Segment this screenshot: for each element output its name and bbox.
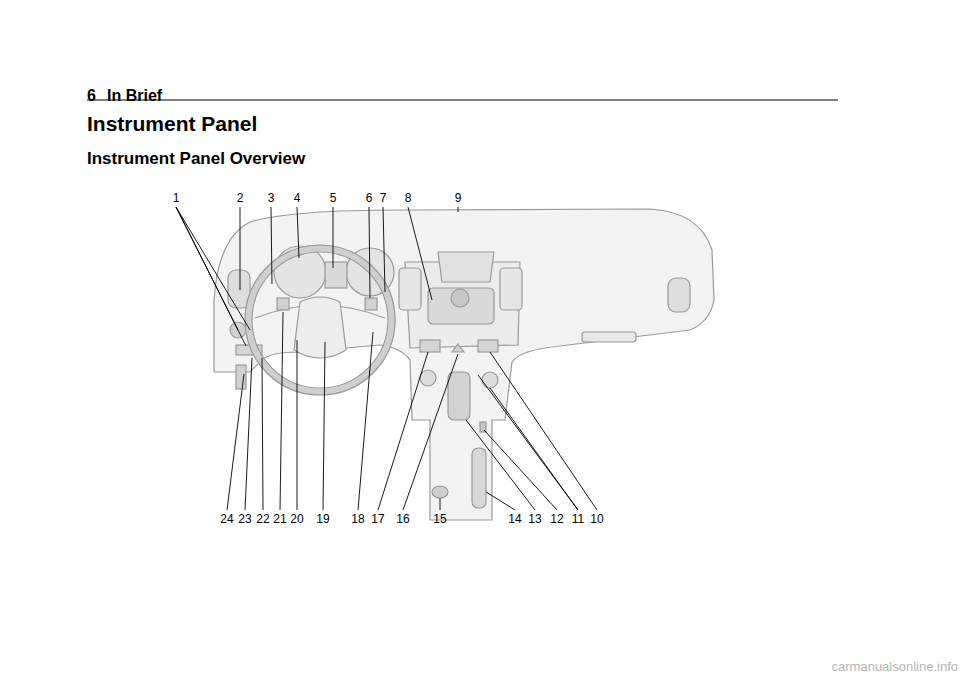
callout-number: 18 — [351, 513, 364, 525]
leader-line — [378, 352, 428, 510]
callout-number: 12 — [550, 513, 563, 525]
subheading: Instrument Panel Overview — [87, 150, 305, 167]
leader-line — [323, 342, 325, 510]
callout-number: 21 — [273, 513, 286, 525]
callout-number: 6 — [366, 192, 373, 204]
leader-line — [458, 207, 459, 212]
callout-number: 10 — [590, 513, 603, 525]
leader-line — [403, 354, 458, 510]
leader-line — [486, 492, 515, 510]
callout-number: 17 — [371, 513, 384, 525]
callout-number: 5 — [330, 192, 337, 204]
leader-line — [280, 312, 283, 510]
callout-number: 4 — [294, 192, 301, 204]
leader-line — [484, 430, 557, 510]
leader-line — [176, 207, 246, 346]
section-name: In Brief — [107, 88, 162, 104]
callout-number: 11 — [572, 513, 584, 525]
leader-line — [333, 207, 334, 268]
watermark: carmanualsonline.info — [832, 660, 958, 673]
dashboard-body — [214, 209, 714, 520]
page-title: Instrument Panel — [87, 113, 257, 134]
leader-line — [408, 207, 432, 300]
callout-number: 3 — [268, 192, 275, 204]
callout-number: 14 — [508, 513, 521, 525]
leader-line — [227, 374, 244, 510]
callout-number: 24 — [220, 513, 233, 525]
leader-line — [466, 420, 535, 510]
callout-number: 2 — [237, 192, 244, 204]
leader-line — [440, 498, 441, 510]
callout-number: 22 — [256, 513, 269, 525]
callout-number: 23 — [238, 513, 251, 525]
leader-line — [478, 375, 578, 510]
leader-line — [240, 207, 241, 290]
page-number: 6 — [87, 88, 96, 104]
leader-line — [490, 352, 597, 510]
leader-line — [271, 207, 272, 284]
leader-line — [297, 207, 299, 258]
callout-number: 16 — [396, 513, 409, 525]
callout-number: 7 — [380, 192, 387, 204]
leader-line — [358, 332, 373, 510]
leader-line — [245, 358, 252, 510]
callout-number: 1 — [173, 192, 180, 204]
callout-number: 20 — [290, 513, 303, 525]
callout-number: 9 — [455, 192, 462, 204]
callout-number: 8 — [405, 192, 412, 204]
leader-line — [297, 340, 298, 510]
callout-number: 15 — [433, 513, 446, 525]
callout-number: 13 — [528, 513, 541, 525]
leader-line — [176, 207, 250, 330]
steering-wheel — [245, 245, 395, 395]
leader-line — [262, 358, 263, 510]
header-rule — [87, 100, 838, 101]
callout-number: 19 — [316, 513, 329, 525]
leader-line — [383, 207, 385, 292]
leader-line — [369, 207, 370, 298]
